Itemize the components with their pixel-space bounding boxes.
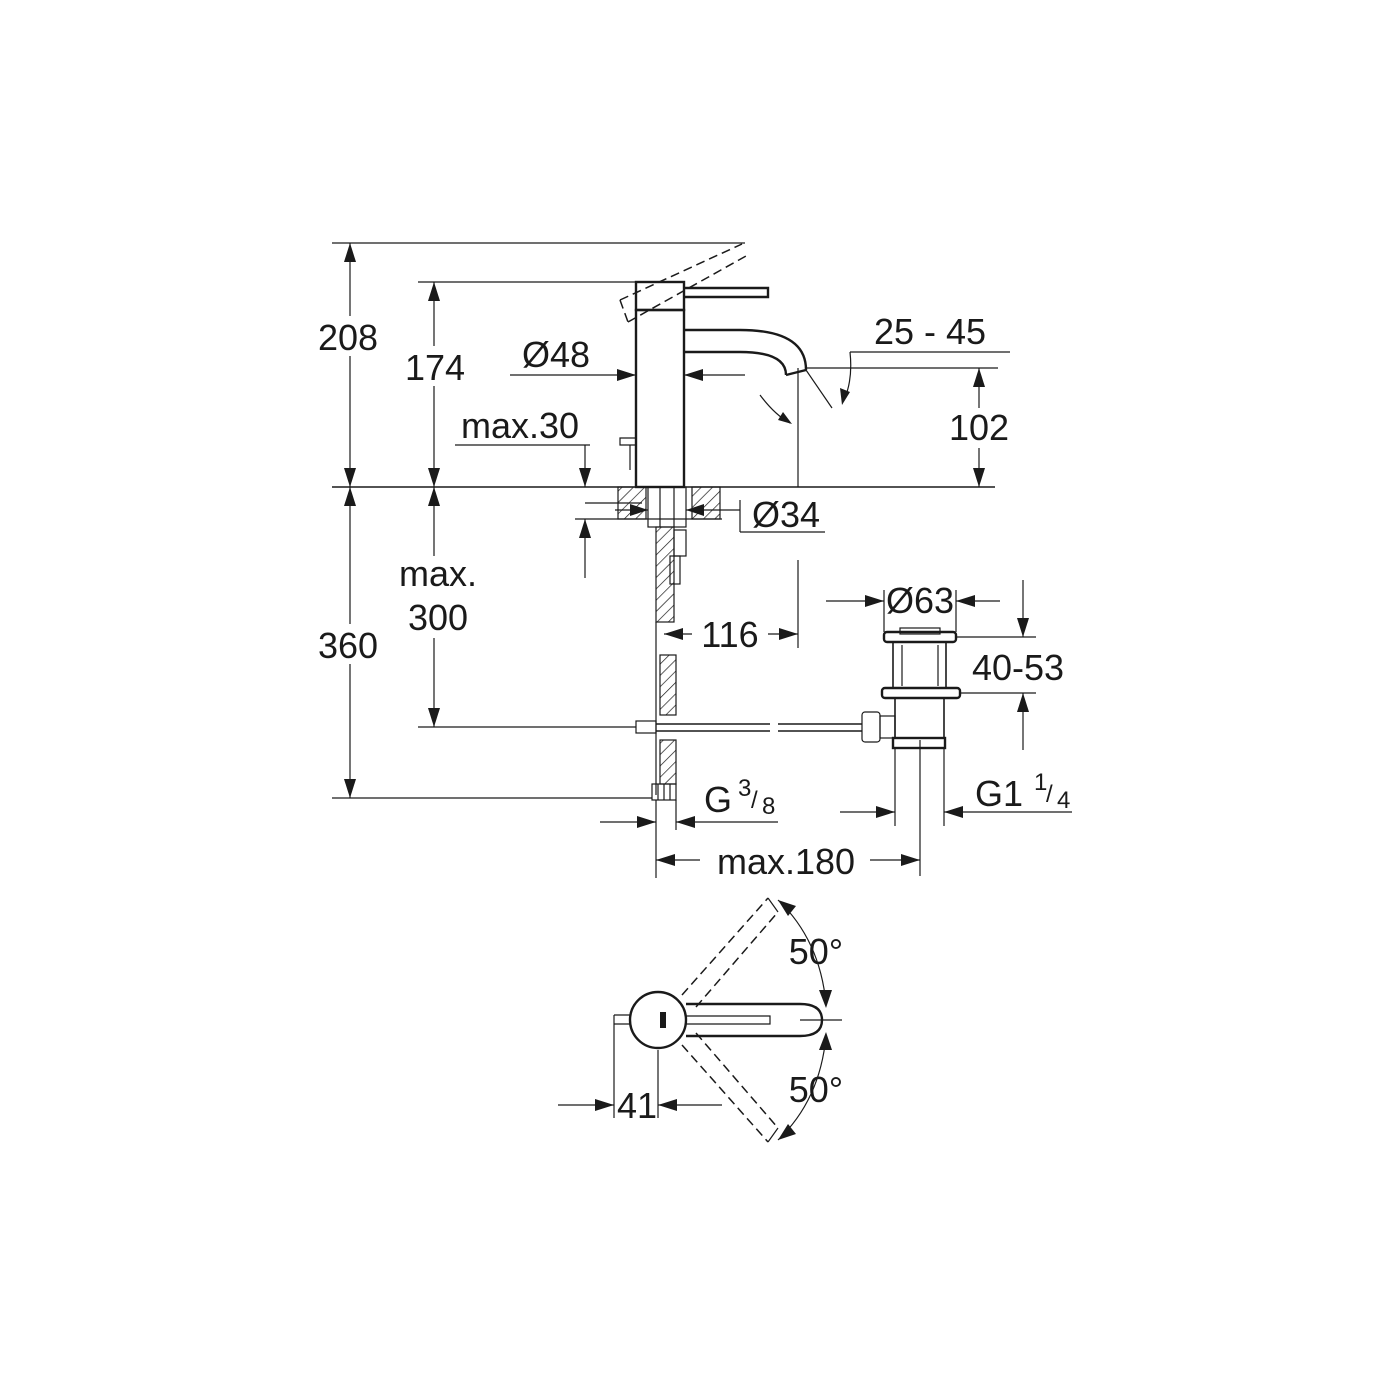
label-g1-den: 4 bbox=[1057, 787, 1070, 814]
label-208: 208 bbox=[318, 317, 378, 358]
spout bbox=[684, 328, 808, 424]
label-angle-50-top: 50° bbox=[789, 931, 843, 972]
label-174: 174 bbox=[405, 347, 465, 388]
dim-deck-thickness: max.30 bbox=[455, 405, 642, 578]
dim-body-diameter: Ø48 bbox=[510, 334, 745, 381]
dim-below-deck: 360 bbox=[310, 487, 652, 799]
dim-spout-reach: 116 bbox=[664, 560, 799, 655]
dim-lever-angle-bottom: 50° bbox=[777, 1032, 843, 1141]
dim-max-below: max. 300 bbox=[392, 487, 636, 728]
label-300: 300 bbox=[408, 597, 468, 638]
lever-range bbox=[681, 897, 779, 1143]
waste-assembly bbox=[861, 627, 962, 800]
label-diameter-63: Ø63 bbox=[886, 580, 954, 621]
dim-body-height: 174 bbox=[396, 281, 636, 487]
dim-total-height: 208 bbox=[310, 242, 745, 487]
label-diameter-48: Ø48 bbox=[522, 334, 590, 375]
label-40-53: 40-53 bbox=[972, 647, 1064, 688]
label-41: 41 bbox=[617, 1085, 657, 1126]
label-102: 102 bbox=[949, 407, 1009, 448]
tap-body bbox=[619, 243, 770, 489]
dim-waste-thread: G1 1 / 4 bbox=[840, 769, 1072, 826]
top-view: 50° 50° 41 bbox=[558, 897, 843, 1143]
mounting-assembly bbox=[635, 486, 862, 801]
dim-spout-angle: 25 - 45 bbox=[805, 311, 1010, 409]
label-g1-slash: / bbox=[1046, 781, 1053, 808]
label-116: 116 bbox=[701, 614, 758, 655]
label-angle-25-45: 25 - 45 bbox=[874, 311, 986, 352]
label-max: max. bbox=[399, 553, 477, 594]
dim-hole-diameter: Ø34 bbox=[615, 494, 825, 535]
label-angle-50-bottom: 50° bbox=[789, 1069, 843, 1110]
label-g-slash: / bbox=[751, 787, 758, 814]
label-g-num: 3 bbox=[738, 775, 751, 802]
label-g-den: 8 bbox=[762, 793, 775, 820]
dim-lever-offset: 41 bbox=[558, 1085, 722, 1126]
label-360: 360 bbox=[318, 625, 378, 666]
label-g1-num: 1 bbox=[1034, 769, 1047, 796]
label-max-180: max.180 bbox=[717, 841, 855, 882]
label-max-30: max.30 bbox=[461, 405, 579, 446]
dim-max-horizontal: max.180 bbox=[656, 740, 921, 882]
dim-waste-range: 40-53 bbox=[956, 580, 1064, 750]
dim-spout-height: 102 bbox=[797, 367, 1016, 487]
tap-top-circle bbox=[628, 990, 688, 1050]
label-diameter-34: Ø34 bbox=[752, 494, 820, 535]
label-g1: G1 bbox=[975, 773, 1023, 814]
dim-waste-diameter: Ø63 bbox=[826, 580, 1000, 632]
side-elevation: 208 174 Ø48 25 - 45 bbox=[310, 242, 1072, 882]
dim-lever-angle-top: 50° bbox=[777, 899, 843, 1021]
label-g: G bbox=[704, 779, 732, 820]
dim-supply-thread: G 3 / 8 bbox=[600, 775, 778, 878]
